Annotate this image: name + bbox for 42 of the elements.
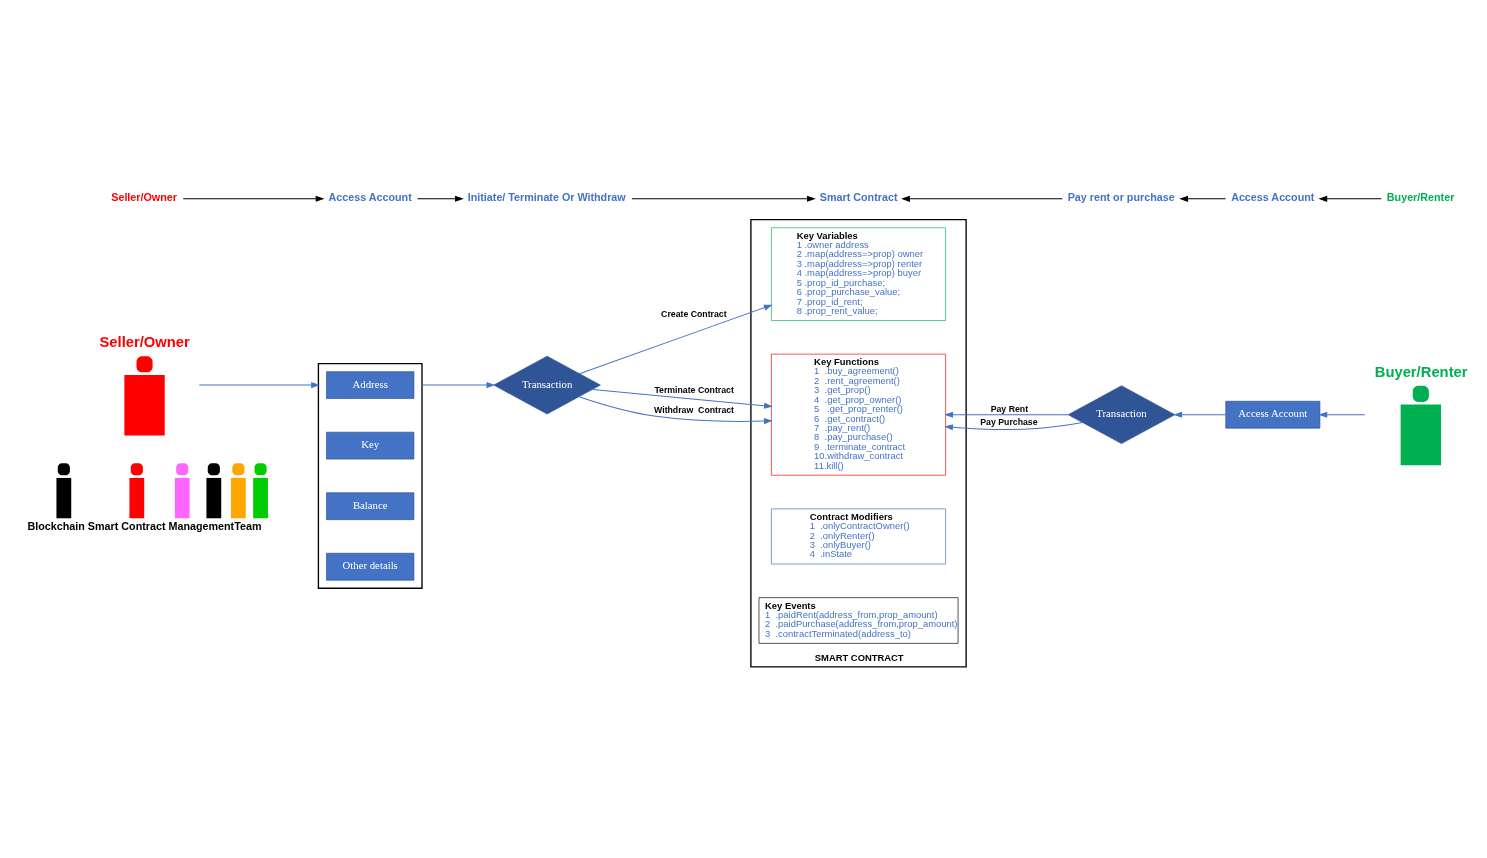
node-box: Key — [326, 431, 415, 459]
node-text: Access Account — [328, 190, 412, 203]
node-diamond: Transaction — [493, 355, 601, 414]
edge-label: Withdraw Contract — [654, 404, 735, 415]
node-text: Initiate/ Terminate Or Withdraw — [467, 190, 626, 203]
arrow — [416, 195, 464, 202]
arrow — [1318, 195, 1382, 202]
node-label: Seller/Owner — [99, 333, 190, 350]
node-text: Buyer/Renter — [1386, 190, 1455, 203]
arrow — [592, 388, 773, 409]
arrow — [578, 395, 773, 424]
node-text: Access Account — [1231, 190, 1315, 203]
node-box: Other details — [326, 552, 415, 580]
arrow — [901, 195, 1063, 202]
node-text: Smart Contract — [819, 190, 898, 203]
node-text: Seller/Owner — [111, 190, 177, 203]
arrow — [1318, 411, 1366, 418]
node-box: Key Variables 1 .owner address 2 .map(address=>prop) owner 3 .map(address=>prop) renter 4 .map(address=>prop) buyer 5 .prop_id_purchase; 6 .prop_purchase_value; 7 .prop_id_rent; 8 .prop_rent_value; — [771, 226, 946, 321]
node-label: Buyer/Renter — [1374, 363, 1468, 380]
edge-label: Create Contract — [661, 308, 727, 319]
edge-label: Pay Purchase — [980, 416, 1038, 427]
node-text: Pay rent or purchase — [1067, 190, 1175, 203]
arrow — [1179, 195, 1227, 202]
arrow — [944, 411, 1069, 418]
cluster — [317, 362, 423, 589]
node-box: Address — [326, 370, 415, 399]
node-box: Key Functions 1 .buy_agreement() 2 .rent_agreement() 3 .get_prop() 4 .get_prop_owner() 5 .get_prop_renter() 6 .get_contract() 7 .pay_rent() 8 .pay_purchase() 9 .terminate_contract 10.withdraw_contract 11.kill() — [771, 353, 946, 476]
edge-label: Pay Rent — [990, 403, 1029, 414]
arrow — [631, 195, 816, 202]
node-diamond: Transaction — [1067, 384, 1176, 444]
arrow — [421, 381, 496, 388]
edge-label: Terminate Contract — [654, 384, 734, 395]
arrow — [198, 381, 320, 388]
node-box: Contract Modifiers 1 .onlyContractOwner() 2 .onlyRenter() 3 .onlyBuyer() 4 .inState — [771, 508, 946, 564]
arrow — [579, 304, 773, 374]
arrow — [944, 421, 1083, 430]
node-label: Blockchain Smart Contract ManagementTeam — [27, 519, 262, 532]
arrow — [182, 195, 325, 202]
node-box: Balance — [326, 491, 415, 520]
node-box: Key Events 1 .paidRent(address_from,prop_amount) 2 .paidPurchase(address_from,prop_amount) 3 .contractTerminated(address_to) — [758, 596, 959, 644]
arrow — [1173, 411, 1227, 418]
node-box: Access Account — [1225, 400, 1321, 428]
